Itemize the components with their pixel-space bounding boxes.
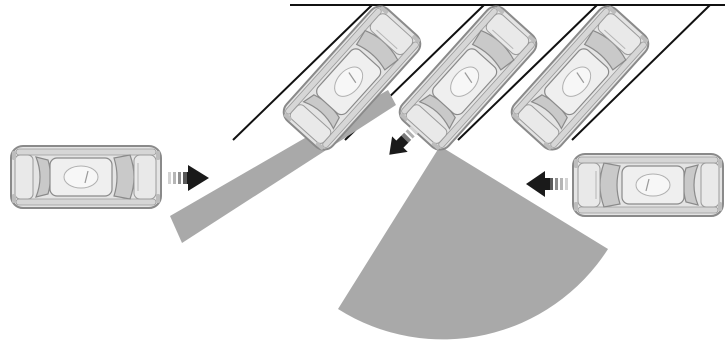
arrow-right-icon bbox=[168, 165, 209, 191]
arrow-reverse-icon bbox=[389, 125, 419, 155]
car-approaching-right-icon bbox=[572, 153, 724, 217]
parking-lines bbox=[232, 4, 725, 141]
car-approaching-left-icon bbox=[10, 145, 162, 209]
parking-stall-line-1 bbox=[232, 4, 373, 141]
detection-zone-right bbox=[338, 146, 608, 340]
arrow-left-icon bbox=[526, 171, 568, 197]
parking-stall-line-3 bbox=[457, 4, 598, 141]
parking-stall-line-4 bbox=[571, 4, 711, 141]
